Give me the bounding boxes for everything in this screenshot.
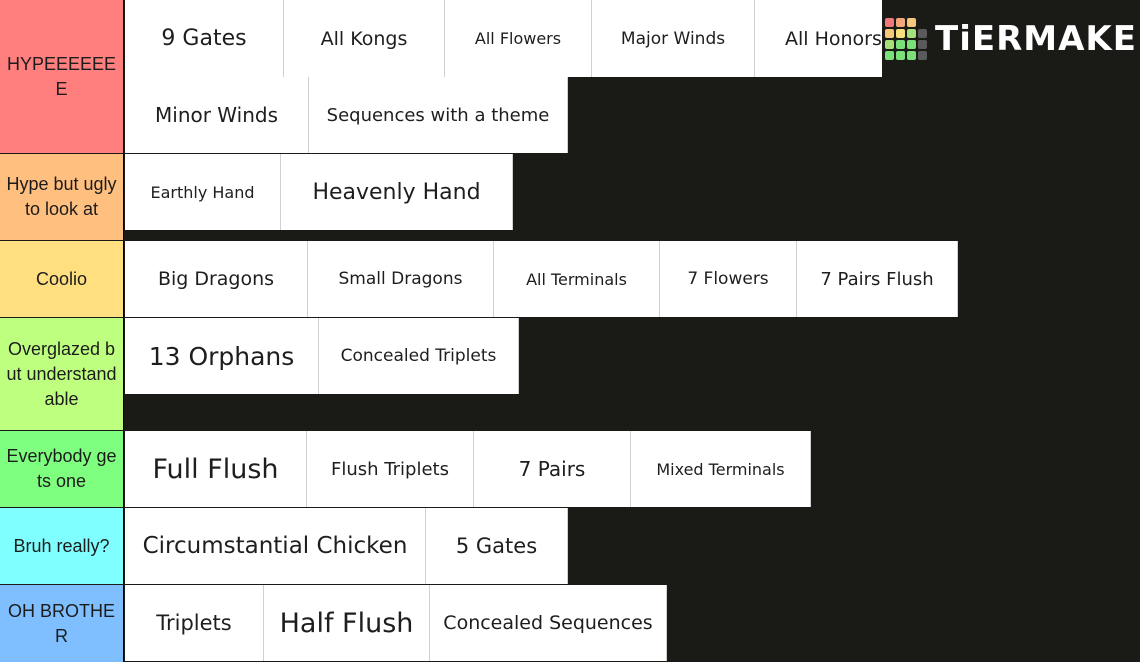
tiermaker-grid-icon	[885, 17, 927, 60]
tier-item-tile[interactable]: 7 Flowers	[660, 241, 797, 317]
tier-item-tile[interactable]: Circumstantial Chicken	[125, 508, 426, 584]
tier-item-tile[interactable]: Concealed Sequences	[430, 585, 667, 661]
tier-label[interactable]: OH BROTHER	[0, 585, 124, 662]
logo-grid-cell	[918, 28, 927, 38]
logo-grid-cell	[896, 17, 905, 27]
logo-grid-cell	[918, 39, 927, 49]
logo-grid-cell	[918, 50, 927, 60]
tier-item-tile[interactable]: Mixed Terminals	[631, 431, 811, 507]
tier-item-tile[interactable]: Half Flush	[264, 585, 430, 661]
tier-item-tile[interactable]: 9 Gates	[125, 0, 284, 77]
tier-item-tile[interactable]: 7 Pairs	[474, 431, 631, 507]
logo-grid-cell	[885, 39, 894, 49]
tier-item-tile[interactable]: Minor Winds	[125, 77, 309, 153]
logo-grid-cell	[907, 39, 916, 49]
tier-item-tile[interactable]: Earthly Hand	[125, 154, 281, 230]
tier-item-tile[interactable]: Concealed Triplets	[319, 318, 519, 394]
logo-grid-cell	[885, 17, 894, 27]
logo-grid-cell	[918, 17, 927, 27]
tier-item-tile[interactable]: Big Dragons	[125, 241, 308, 317]
logo-grid-cell	[885, 50, 894, 60]
logo-grid-cell	[907, 17, 916, 27]
tier-item-tile[interactable]: Sequences with a theme	[309, 77, 568, 153]
logo-grid-cell	[907, 28, 916, 38]
tiermaker-wordmark: TiERMAKER	[935, 18, 1140, 59]
tier-item-tile[interactable]: Flush Triplets	[307, 431, 474, 507]
tiermaker-logo: TiERMAKER	[882, 0, 1140, 77]
tier-item-tile[interactable]: All Flowers	[445, 0, 592, 77]
tier-item-tile[interactable]: Small Dragons	[308, 241, 494, 317]
logo-grid-cell	[896, 28, 905, 38]
tier-item-tile[interactable]: Heavenly Hand	[281, 154, 513, 230]
logo-grid-cell	[885, 28, 894, 38]
tier-item-tile[interactable]: 7 Pairs Flush	[797, 241, 958, 317]
tier-item-tile[interactable]: All Terminals	[494, 241, 660, 317]
tier-item-tile[interactable]: Full Flush	[125, 431, 307, 507]
tier-label[interactable]: Everybody gets one	[0, 431, 124, 507]
tier-item-tile[interactable]: All Kongs	[284, 0, 445, 77]
tier-item-tile[interactable]: 5 Gates	[426, 508, 568, 584]
tier-label[interactable]: HYPEEEEEEE	[0, 0, 124, 153]
logo-grid-cell	[896, 50, 905, 60]
tier-item-tile[interactable]: Triplets	[125, 585, 264, 661]
tier-label[interactable]: Coolio	[0, 241, 124, 317]
tier-label[interactable]: Overglazed but understandable	[0, 318, 124, 430]
tier-item-tile[interactable]: 13 Orphans	[125, 318, 319, 394]
logo-grid-cell	[907, 50, 916, 60]
logo-grid-cell	[896, 39, 905, 49]
tier-label[interactable]: Hype but ugly to look at	[0, 154, 124, 240]
tier-item-tile[interactable]: Major Winds	[592, 0, 755, 77]
tier-label[interactable]: Bruh really?	[0, 508, 124, 584]
